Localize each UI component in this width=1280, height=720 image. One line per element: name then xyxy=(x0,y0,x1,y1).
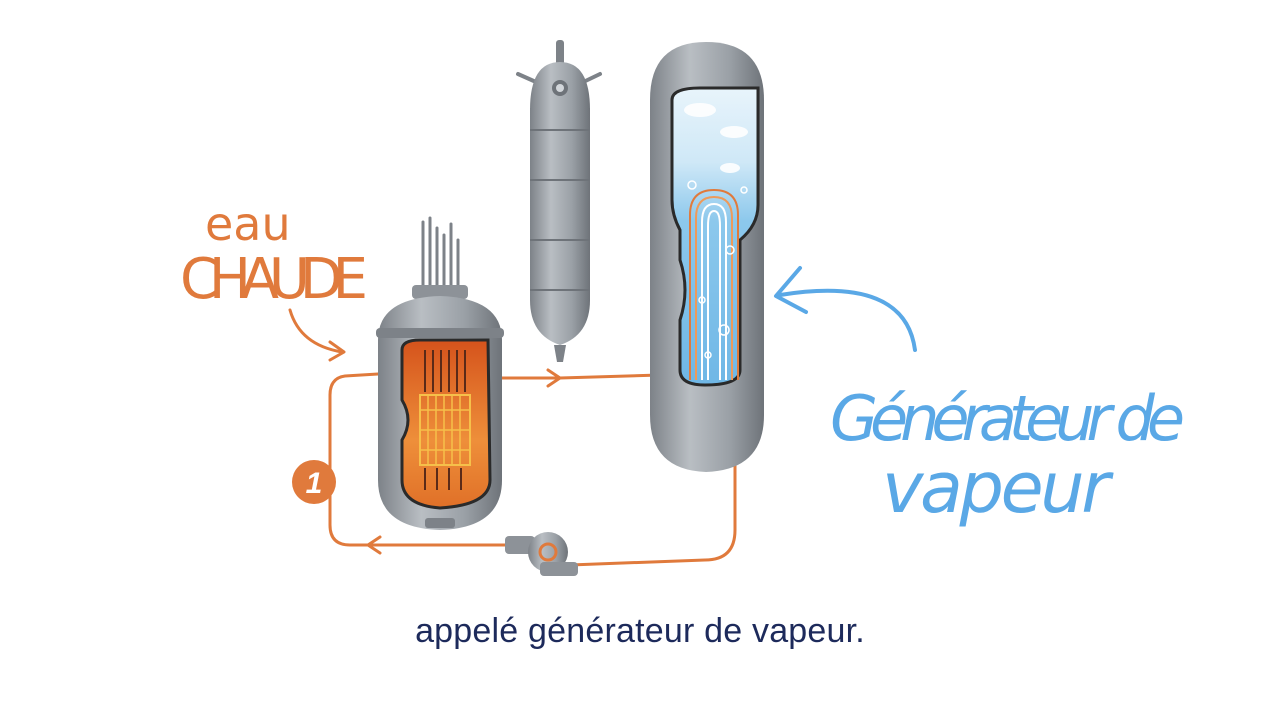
pressurizer xyxy=(516,40,602,362)
steam-generator xyxy=(650,42,764,472)
hot-water-label-line1: eau xyxy=(205,197,291,251)
reactor-vessel xyxy=(376,216,504,530)
hot-water-label-line2: CHAUDE xyxy=(180,247,368,312)
steam-clouds xyxy=(684,103,748,173)
hot-water-arrow xyxy=(288,308,344,354)
circuit-number-badge: 1 xyxy=(292,460,336,504)
control-rods xyxy=(424,350,466,490)
steam-generator-arrow xyxy=(778,288,917,352)
pipe-flow-arrows xyxy=(366,368,562,555)
subtitle-caption: appelé générateur de vapeur. xyxy=(415,612,865,650)
circuit-number: 1 xyxy=(306,467,323,500)
steam-generator-label-line1: Générateur de xyxy=(830,382,1185,455)
fuel-assembly xyxy=(419,394,471,466)
hot-water-label: eau CHAUDE xyxy=(180,197,368,362)
primary-pump xyxy=(505,532,578,576)
tube-bundle xyxy=(689,188,739,380)
steam-bubbles xyxy=(687,180,748,359)
steam-generator-label: Générateur de vapeur xyxy=(774,266,1185,529)
steam-generator-label-line2: vapeur xyxy=(882,447,1114,529)
